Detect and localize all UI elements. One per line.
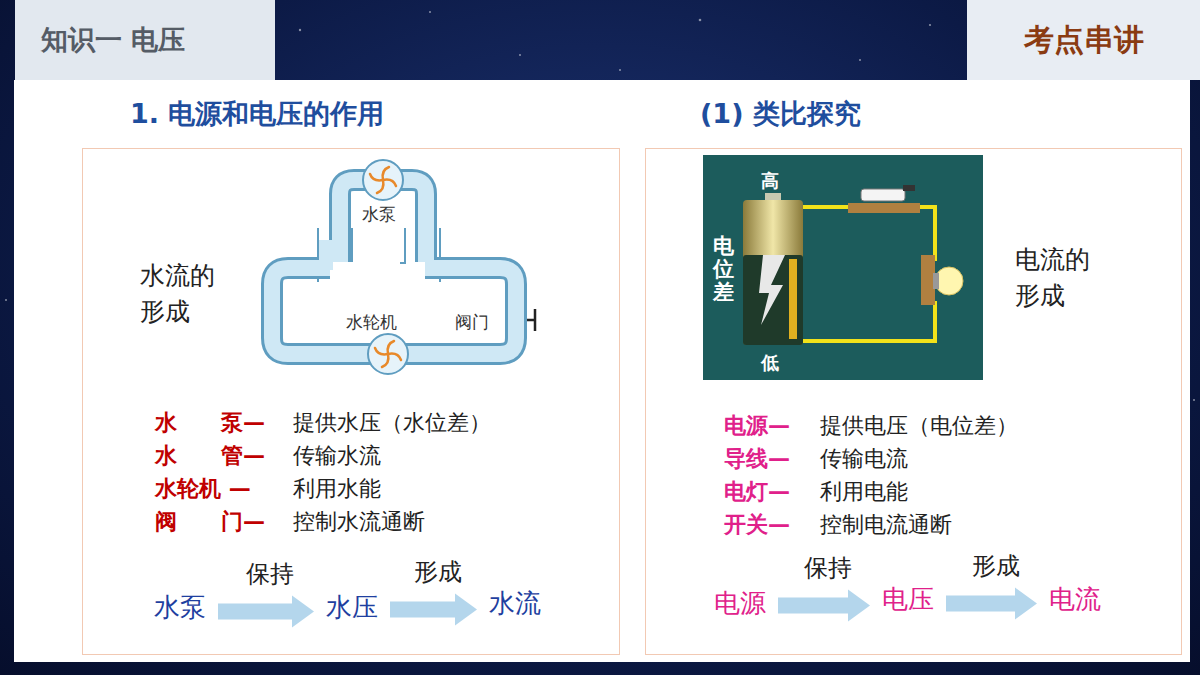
- section-heading: (1) 类比探究: [700, 96, 861, 132]
- switch-base: [848, 203, 920, 213]
- list-text: 导线—: [724, 444, 790, 474]
- node-text: 水压: [326, 590, 378, 625]
- lightning: [759, 255, 785, 325]
- list-text: 提供电压（电位差）: [820, 411, 1018, 441]
- flow-term: 水压: [322, 588, 382, 627]
- panel-box: 考点串讲: [967, 0, 1200, 80]
- panel-box: 电流的 形成高电位差低电源电压电流: [645, 148, 1182, 655]
- panel-box: 水流的 形成水泵水压水流: [82, 148, 620, 655]
- list-text: 传输水流: [293, 441, 381, 471]
- list-text: 电灯—: [724, 477, 790, 507]
- flow-term: 电压: [878, 580, 938, 619]
- list-text: 传输电流: [820, 444, 908, 474]
- flow-term: 电源: [710, 584, 770, 623]
- node-text: 低: [761, 351, 779, 375]
- switch-knob: [903, 185, 915, 191]
- list-text: 利用水能: [293, 474, 381, 504]
- bulb-holder: [921, 255, 935, 305]
- list-text: 水轮机 —: [155, 474, 251, 504]
- node-text: 电压: [882, 582, 934, 617]
- edge-label: 保持: [804, 552, 852, 584]
- bulb-base: [933, 273, 939, 289]
- node-text: 电流的 形成: [1015, 242, 1099, 315]
- node-text: 水泵: [154, 590, 206, 625]
- flow-term: 水流: [485, 584, 545, 623]
- section-heading: 1. 电源和电压的作用: [130, 96, 384, 132]
- list-text: 控制水流通断: [293, 507, 425, 537]
- flow-term: 电流: [1045, 580, 1105, 619]
- block-arrow: [218, 596, 314, 628]
- panel-box: 知识一 电压: [15, 0, 275, 80]
- node-text: 水流: [489, 586, 541, 621]
- edge-label: 保持: [246, 558, 294, 590]
- list-text: 开关—: [724, 510, 790, 540]
- block-arrow: [946, 588, 1037, 620]
- list-text: 阀 门—: [155, 507, 265, 537]
- part-label: 水泵: [362, 203, 396, 226]
- node-text: 高: [761, 169, 779, 193]
- battery-circuit-symbol: [703, 155, 983, 380]
- part-label: 水轮机: [346, 311, 397, 334]
- node-text: 电源: [714, 586, 766, 621]
- battery-circuit-picture: 高电位差低: [703, 155, 983, 380]
- flow-term: 水泵: [150, 588, 210, 627]
- node-text: 知识一 电压: [41, 22, 185, 58]
- battery-label: [743, 255, 803, 345]
- battery-body: [743, 200, 803, 345]
- node-text: 电位差: [713, 235, 734, 304]
- list-text: 水 泵—: [155, 408, 265, 438]
- list-text: 电源—: [724, 411, 790, 441]
- block-arrow: [390, 594, 477, 626]
- node-text: 水流的 形成: [140, 258, 224, 331]
- node-text: 电流: [1049, 582, 1101, 617]
- battery-stripe: [789, 259, 797, 339]
- edge-label: 形成: [972, 550, 1020, 582]
- part-label: 阀门: [455, 311, 489, 334]
- list-text: 利用电能: [820, 477, 908, 507]
- block-arrow: [778, 590, 870, 622]
- node-text: 考点串讲: [1024, 20, 1144, 61]
- bulb: [935, 267, 963, 295]
- list-text: 提供水压（水位差）: [293, 408, 491, 438]
- battery-terminal: [765, 193, 781, 201]
- list-text: 水 管—: [155, 441, 265, 471]
- switch-lever: [861, 189, 905, 201]
- list-text: 控制电流通断: [820, 510, 952, 540]
- edge-label: 形成: [414, 556, 462, 588]
- wire: [803, 207, 935, 341]
